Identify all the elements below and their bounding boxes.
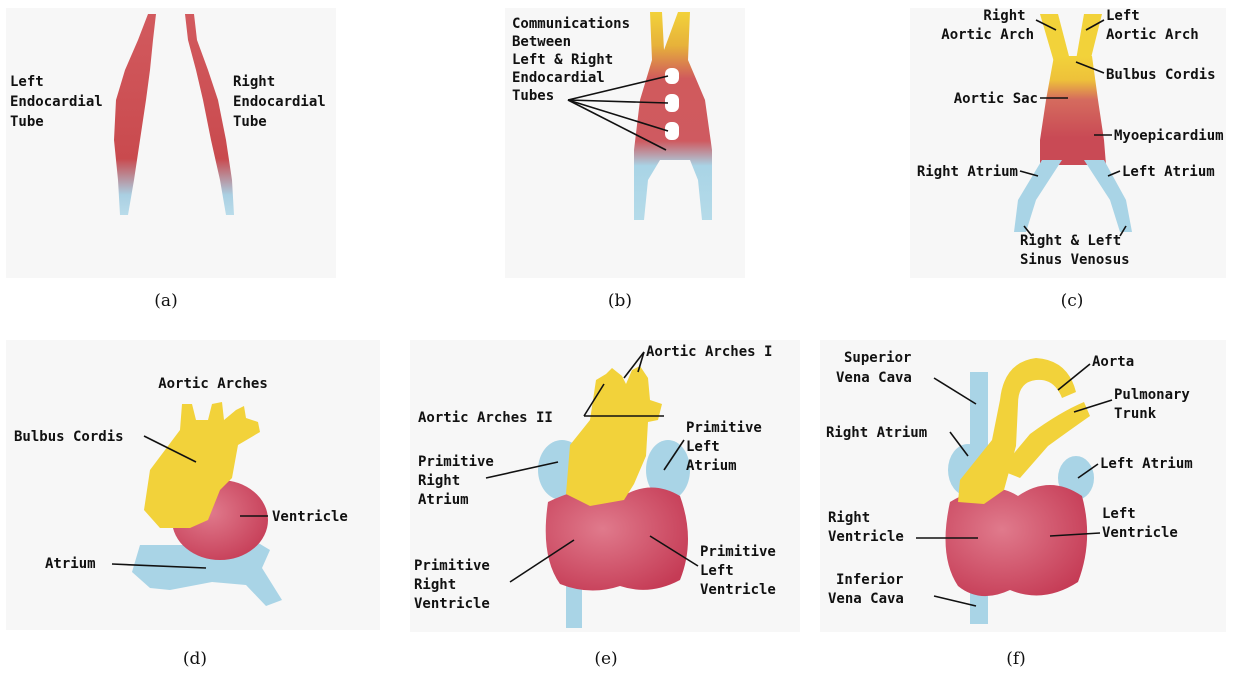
right-atrium-label: Right Atrium [917,164,1018,180]
ventricle-label: Ventricle [272,509,348,525]
right-atrium-label: Right Atrium [826,425,927,441]
panel-b: Communications Between Left & Right Endo… [505,8,745,311]
panel-b-caption: (b) [608,291,632,311]
atrium-label: Atrium [45,556,96,572]
myoepicardium-label: Myoepicardium [1114,128,1224,144]
bulbus-cordis-label: Bulbus Cordis [1106,67,1216,83]
aortic-sac-label: Aortic Sac [954,91,1038,107]
left-atrium-label: Left Atrium [1122,164,1215,180]
panel-a: Left Endocardial Tube Right Endocardial … [6,8,336,311]
left-atrium-label: Left Atrium [1100,456,1193,472]
panel-a-background [6,8,336,278]
aortic-arches-label: Aortic Arches [158,376,268,392]
panel-e-caption: (e) [594,649,617,669]
panel-d-caption: (d) [183,649,207,669]
panel-a-caption: (a) [154,291,177,311]
aorta-label: Aorta [1092,354,1134,370]
panel-f: Superior Vena Cava Aorta Pulmonary Trunk… [820,340,1226,669]
panel-c-caption: (c) [1061,291,1084,311]
aortic-arches-ii-label: Aortic Arches II [418,410,553,426]
bulbus-cordis-label: Bulbus Cordis [14,429,124,445]
panel-c: Right Aortic Arch Left Aortic Arch Bulbu… [910,8,1226,311]
aortic-arches-i-label: Aortic Arches I [646,344,772,360]
panel-e: Aortic Arches I Aortic Arches II Primiti… [410,340,800,669]
panel-d: Aortic Arches Bulbus Cordis Ventricle At… [6,340,380,669]
panel-f-caption: (f) [1006,649,1026,669]
ventricles-shape [546,487,688,590]
